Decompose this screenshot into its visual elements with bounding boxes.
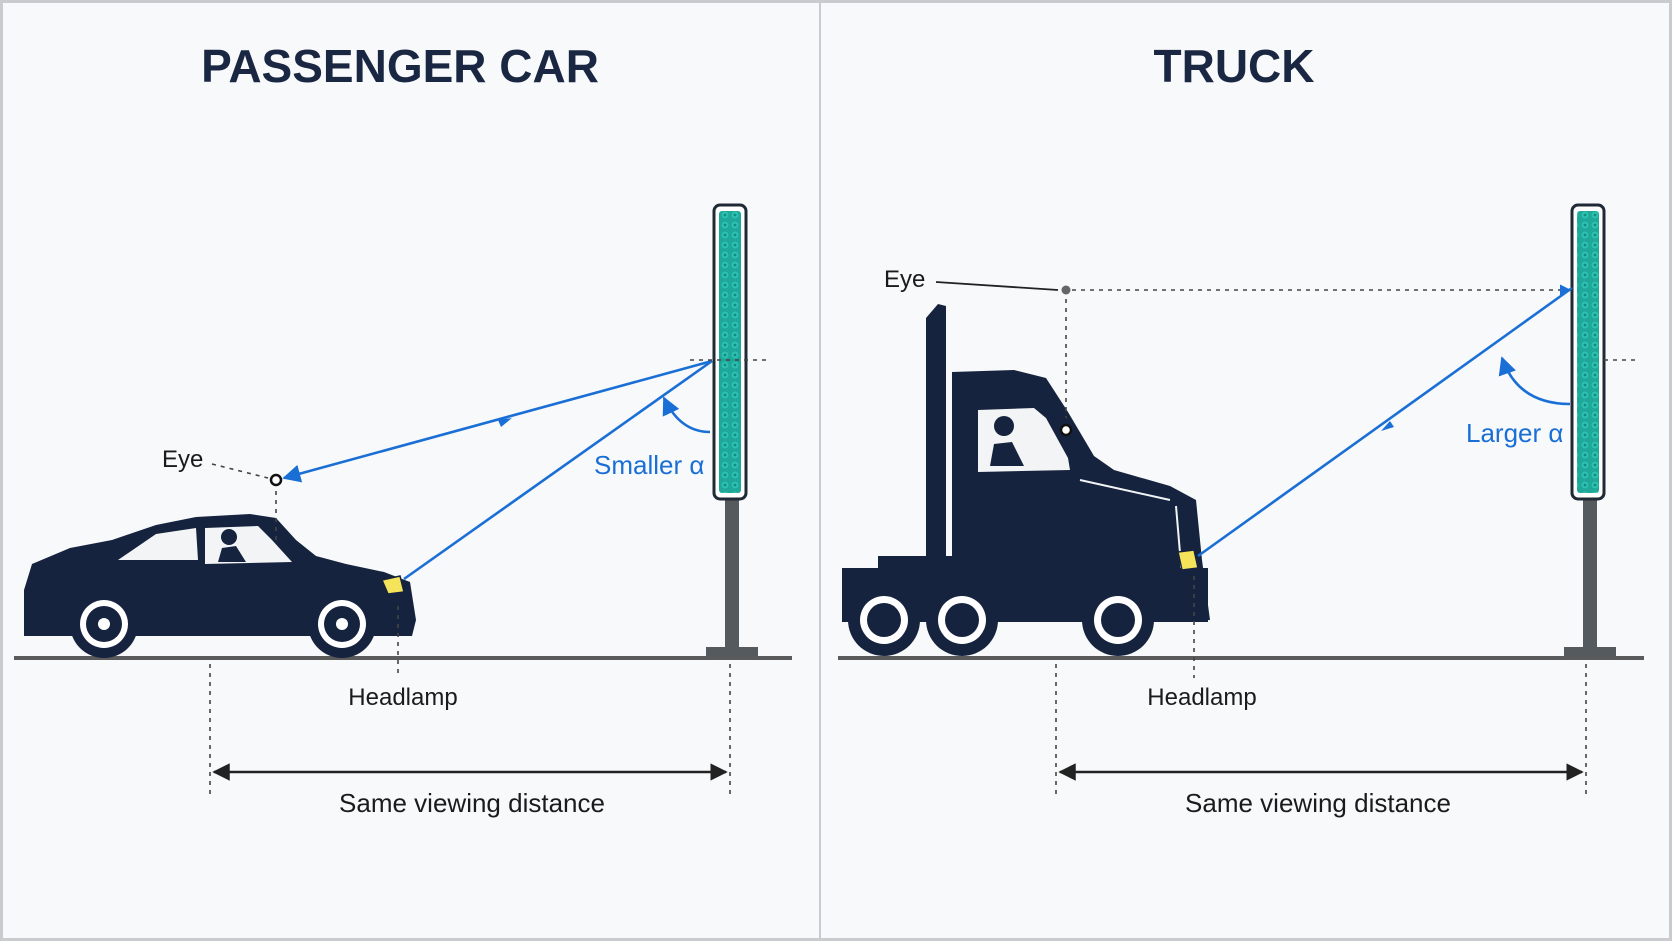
right-sign-post — [1583, 498, 1597, 650]
truck-rear-wheel-2 — [926, 584, 998, 656]
car-driver-body — [218, 546, 246, 562]
truck-driver-body — [990, 442, 1024, 466]
car-angle-arc — [662, 396, 711, 434]
truck-mirror-point — [1059, 423, 1073, 437]
car-rear-wheel — [70, 590, 138, 658]
car-return-ray-arrowhead — [498, 418, 512, 427]
left-sign — [706, 203, 758, 657]
car-eye-label: Eye — [162, 446, 203, 473]
car-headlamp-label: Headlamp — [348, 684, 457, 711]
left-sign-base — [706, 647, 758, 657]
truck-fifth-wheel — [878, 556, 952, 572]
car-return-ray — [282, 359, 713, 483]
right-panel-title: TRUCK — [1154, 40, 1315, 92]
truck-driver-head — [994, 416, 1014, 436]
left-panel-title: PASSENGER CAR — [201, 40, 599, 92]
car-headlamp — [380, 575, 405, 595]
truck-eye-label: Eye — [884, 266, 925, 293]
car-incident-ray — [403, 359, 713, 581]
truck-front-wheel — [1082, 584, 1154, 656]
car-rear-window — [118, 528, 198, 560]
car-distance-label: Same viewing distance — [339, 788, 605, 818]
car-eye-leader — [211, 463, 269, 479]
truck-rear-wheel-1 — [848, 584, 920, 656]
left-reflective-sheeting — [719, 211, 741, 493]
truck-incident-ray-arrowhead — [1381, 421, 1394, 431]
truck — [842, 304, 1210, 656]
car-front-wheel — [308, 590, 376, 658]
car-eye-point — [269, 473, 283, 487]
car-driver-head — [221, 529, 237, 545]
truck-angle-arc — [1498, 356, 1571, 406]
truck-angle-label: Larger α — [1466, 418, 1563, 448]
car-angle-label: Smaller α — [594, 450, 704, 480]
truck-incident-ray — [1197, 286, 1573, 558]
left-sign-post — [725, 498, 739, 650]
truck-eye-leader — [935, 281, 1059, 291]
passenger-car-panel: PASSENGER CAR — [14, 40, 792, 818]
truck-distance-label: Same viewing distance — [1185, 788, 1451, 818]
truck-eye-point — [1061, 285, 1071, 295]
truck-exhaust-stack — [926, 304, 946, 564]
truck-headlamp — [1177, 549, 1199, 571]
truck-headlamp-label: Headlamp — [1147, 684, 1256, 711]
right-sign — [1564, 203, 1616, 657]
truck-panel: TRUCK — [838, 40, 1644, 818]
right-reflective-sheeting — [1577, 211, 1599, 493]
right-sign-base — [1564, 647, 1616, 657]
passenger-car — [24, 514, 416, 658]
truck-hood-line — [1079, 479, 1171, 501]
